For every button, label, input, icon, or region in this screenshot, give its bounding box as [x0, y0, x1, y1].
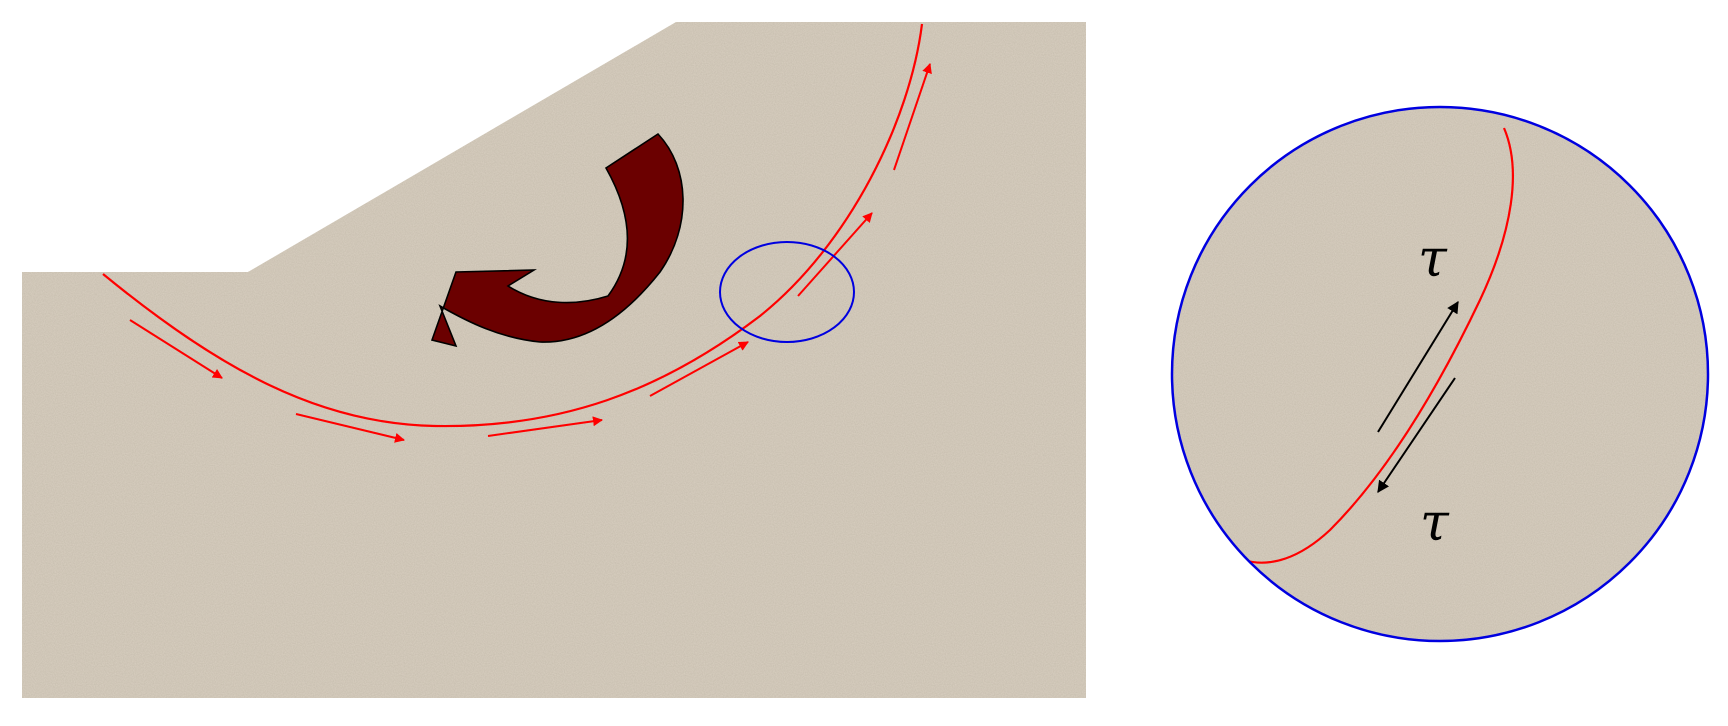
shear-stress-label-lower: τ	[1420, 493, 1450, 553]
slip-surface	[102, 23, 924, 428]
shear-arrow	[649, 341, 749, 397]
shear-arrow	[487, 416, 603, 437]
slope-soil-body	[22, 22, 1086, 698]
shear-arrow	[797, 212, 873, 297]
detail-slip-surface	[1243, 127, 1514, 564]
shear-arrows	[129, 63, 932, 443]
shear-stress-label-upper: τ	[1418, 229, 1448, 289]
curved-rotation-arrow	[430, 132, 684, 348]
shear-stress-arrow-up	[1377, 300, 1459, 433]
detail-view: τ τ	[1170, 105, 1710, 643]
shear-arrow	[295, 413, 405, 443]
shear-arrow	[129, 319, 223, 379]
detail-soil-fill	[1172, 107, 1708, 641]
detail-circle-outline	[1170, 105, 1710, 643]
shear-arrow	[893, 63, 932, 171]
shear-stress-arrow-down	[1377, 377, 1456, 493]
detail-selection-ellipse	[719, 241, 855, 343]
